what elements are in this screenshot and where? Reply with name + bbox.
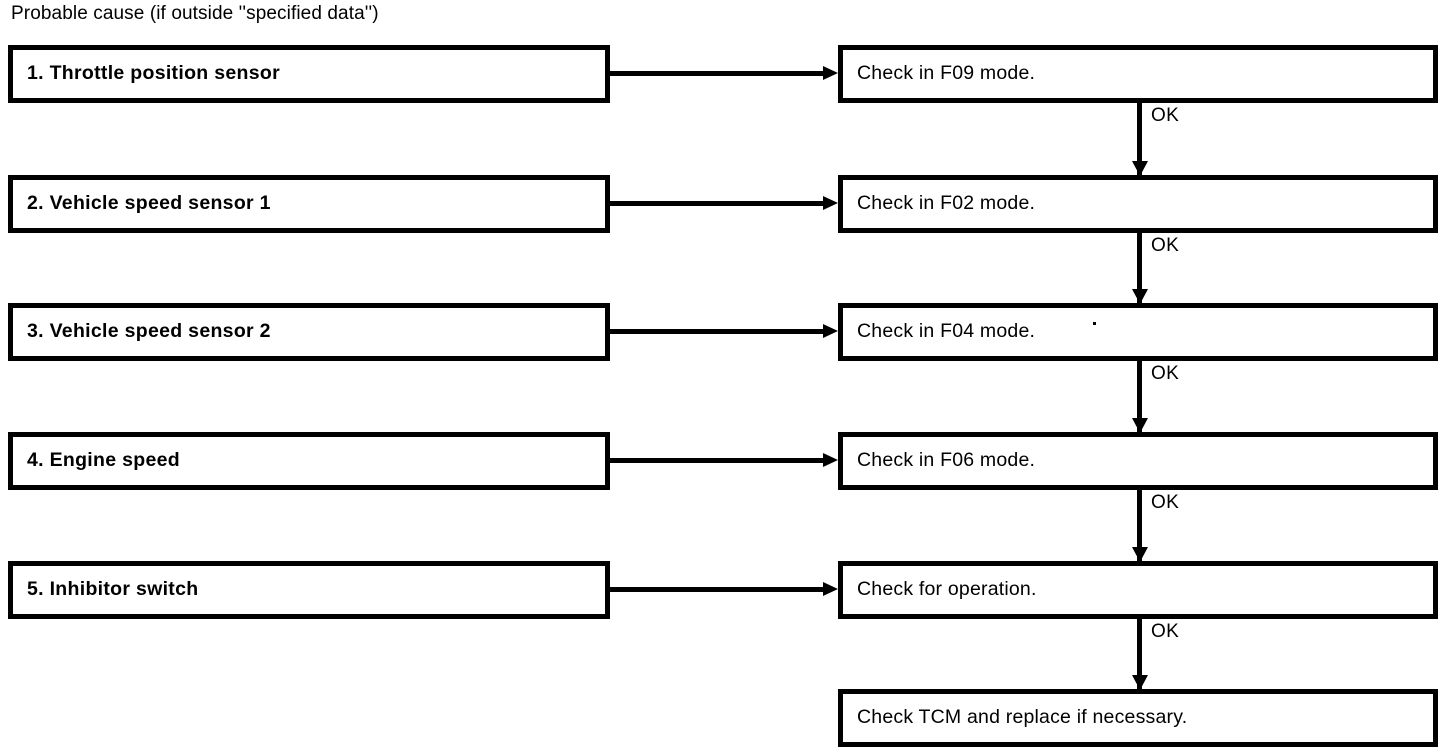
arrow-shaft [610, 458, 826, 463]
connector-arrow-right-4 [610, 453, 838, 467]
connector-arrow-right-2 [610, 196, 838, 210]
cause-box-1-label: 1. Throttle position sensor [27, 62, 280, 84]
arrow-head-down-icon [1131, 547, 1148, 562]
arrow-head-down-icon [1131, 418, 1148, 433]
action-box-5[interactable]: Check for operation. [838, 561, 1438, 619]
connector-label-ok-3: OK [1151, 363, 1180, 384]
action-box-3-label: Check in F04 mode. [857, 320, 1036, 342]
action-box-5-label: Check for operation. [857, 578, 1037, 600]
connector-arrow-down-5: OK [1131, 619, 1179, 690]
connector-label-ok-5: OK [1151, 621, 1180, 642]
cause-box-2-label: 2. Vehicle speed sensor 1 [27, 192, 271, 214]
arrow-shaft [610, 201, 826, 206]
cause-box-3-label: 3. Vehicle speed sensor 2 [27, 320, 271, 342]
arrow-head-right-icon [823, 324, 838, 338]
connector-label-ok-4: OK [1151, 492, 1180, 513]
arrow-head-right-icon [823, 582, 838, 596]
connector-label-ok-1: OK [1151, 105, 1180, 126]
arrow-shaft [1137, 361, 1142, 432]
action-box-4[interactable]: Check in F06 mode. [838, 432, 1438, 490]
cause-box-4[interactable]: 4. Engine speed [8, 432, 610, 490]
arrow-head-right-icon [823, 453, 838, 467]
final-action-box-label: Check TCM and replace if necessary. [857, 706, 1188, 728]
arrow-shaft [610, 587, 826, 592]
scan-speck [1093, 322, 1096, 325]
action-box-3[interactable]: Check in F04 mode. [838, 303, 1438, 361]
connector-arrow-right-3 [610, 324, 838, 338]
arrow-shaft [1137, 619, 1142, 689]
page-title: Probable cause (if outside ''specified d… [11, 3, 379, 24]
arrow-head-down-icon [1131, 675, 1148, 690]
arrow-shaft [1137, 103, 1142, 175]
arrow-shaft [610, 329, 826, 334]
arrow-shaft [1137, 490, 1142, 561]
action-box-1-label: Check in F09 mode. [857, 62, 1036, 84]
cause-box-3[interactable]: 3. Vehicle speed sensor 2 [8, 303, 610, 361]
connector-arrow-right-5 [610, 582, 838, 596]
action-box-4-label: Check in F06 mode. [857, 449, 1036, 471]
arrow-head-down-icon [1131, 161, 1148, 176]
arrow-head-right-icon [823, 66, 838, 80]
arrow-head-down-icon [1131, 289, 1148, 304]
connector-arrow-down-4: OK [1131, 490, 1179, 562]
action-box-2-label: Check in F02 mode. [857, 192, 1036, 214]
cause-box-5-label: 5. Inhibitor switch [27, 578, 199, 600]
connector-arrow-down-1: OK [1131, 103, 1179, 176]
cause-box-5[interactable]: 5. Inhibitor switch [8, 561, 610, 619]
connector-label-ok-2: OK [1151, 235, 1180, 256]
cause-box-4-label: 4. Engine speed [27, 449, 180, 471]
final-action-box[interactable]: Check TCM and replace if necessary. [838, 689, 1438, 747]
cause-box-1[interactable]: 1. Throttle position sensor [8, 45, 610, 103]
connector-arrow-right-1 [610, 66, 838, 80]
connector-arrow-down-2: OK [1131, 233, 1179, 304]
arrow-head-right-icon [823, 196, 838, 210]
arrow-shaft [1137, 233, 1142, 303]
connector-arrow-down-3: OK [1131, 361, 1179, 433]
arrow-shaft [610, 71, 826, 76]
action-box-2[interactable]: Check in F02 mode. [838, 175, 1438, 233]
cause-box-2[interactable]: 2. Vehicle speed sensor 1 [8, 175, 610, 233]
action-box-1[interactable]: Check in F09 mode. [838, 45, 1438, 103]
